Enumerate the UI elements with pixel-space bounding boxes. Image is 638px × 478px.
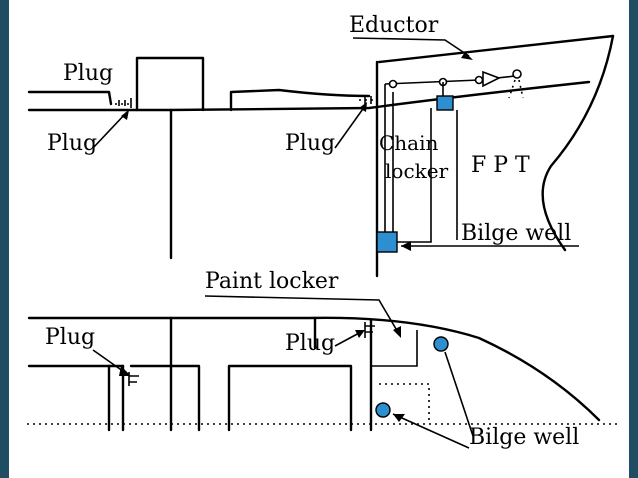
diagram-canvas: Eductor Plug Plug Plug Chain locker F P …	[9, 0, 629, 478]
paint-locker-leader	[204, 295, 400, 335]
eductor-leader	[352, 37, 470, 57]
plug-bottom-left-arrow-icon	[119, 366, 131, 376]
valve-1-icon	[388, 79, 398, 89]
plug-mid-arrow-icon	[359, 102, 367, 112]
left-deck-step	[27, 90, 113, 106]
deck-box-3	[227, 364, 353, 432]
main-deck-line	[27, 80, 591, 112]
bilge-well-paint-icon	[433, 336, 449, 352]
eductor-arrow-icon	[461, 52, 473, 60]
mid-deck-structure	[229, 88, 371, 112]
plug-top-left-label: Plug	[63, 61, 113, 86]
bilge-well-top-label: Bilge well	[461, 221, 571, 246]
deck-box-1	[107, 364, 125, 432]
eductor-outlet-icon	[512, 69, 522, 79]
bilge-well-bottom-arrow-icon	[393, 414, 405, 422]
plug-mid-left-arrow-icon	[121, 110, 129, 120]
paint-locker-box	[371, 330, 418, 367]
top-section: Eductor Plug Plug Plug Chain locker F P …	[27, 13, 615, 278]
plug-marker-top-left	[115, 98, 133, 108]
paint-locker-arrow-icon	[393, 326, 401, 338]
chain-locker-label-1: Chain	[379, 131, 439, 155]
forecastle-line	[377, 34, 615, 64]
bilge-well-bottom-label: Bilge well	[469, 425, 579, 450]
bilge-well-fpt-icon	[436, 95, 454, 111]
bottom-section: Paint locker Plug Plug Bilge well	[27, 269, 619, 450]
plug-mid-left-leader	[92, 111, 128, 149]
chain-locker-bottom	[397, 230, 432, 243]
fpt-label: F P T	[471, 153, 530, 178]
bilge-well-bottom-leader-2	[392, 413, 470, 449]
plug-bottom-mid-leader	[334, 331, 362, 347]
plug-bottom-mid-label: Plug	[285, 331, 335, 356]
ship-bilge-diagram: Eductor Plug Plug Plug Chain locker F P …	[27, 13, 619, 450]
plug-marker-bottom-left	[128, 372, 139, 386]
eductor-label: Eductor	[349, 13, 439, 38]
plug-mid-label: Plug	[285, 131, 335, 156]
plug-marker-top-mid	[359, 96, 377, 104]
plug-bottom-left-label: Plug	[45, 325, 95, 350]
bow-line	[541, 34, 615, 252]
eductor-nozzle-icon	[482, 70, 501, 88]
plug-mid-left-label: Plug	[47, 131, 97, 156]
deck-box-2	[129, 364, 201, 432]
chain-locker-pipe	[384, 84, 394, 236]
sheer-line-bottom	[27, 316, 601, 422]
valve-3-icon	[474, 75, 484, 85]
plug-mid-leader	[334, 105, 366, 149]
bilge-well-top-arrow-icon	[401, 241, 411, 251]
paint-locker-label: Paint locker	[205, 269, 339, 294]
bilge-well-lower-icon	[375, 402, 391, 418]
bilge-well-bottom-leader-1	[444, 351, 474, 437]
lower-compartment-dotted	[379, 383, 430, 424]
deckhouse-box	[135, 56, 205, 112]
chain-locker-label-2: locker	[385, 159, 449, 183]
bilge-well-chain-locker-icon	[376, 231, 398, 253]
plug-bottom-mid-arrow-icon	[355, 330, 365, 338]
